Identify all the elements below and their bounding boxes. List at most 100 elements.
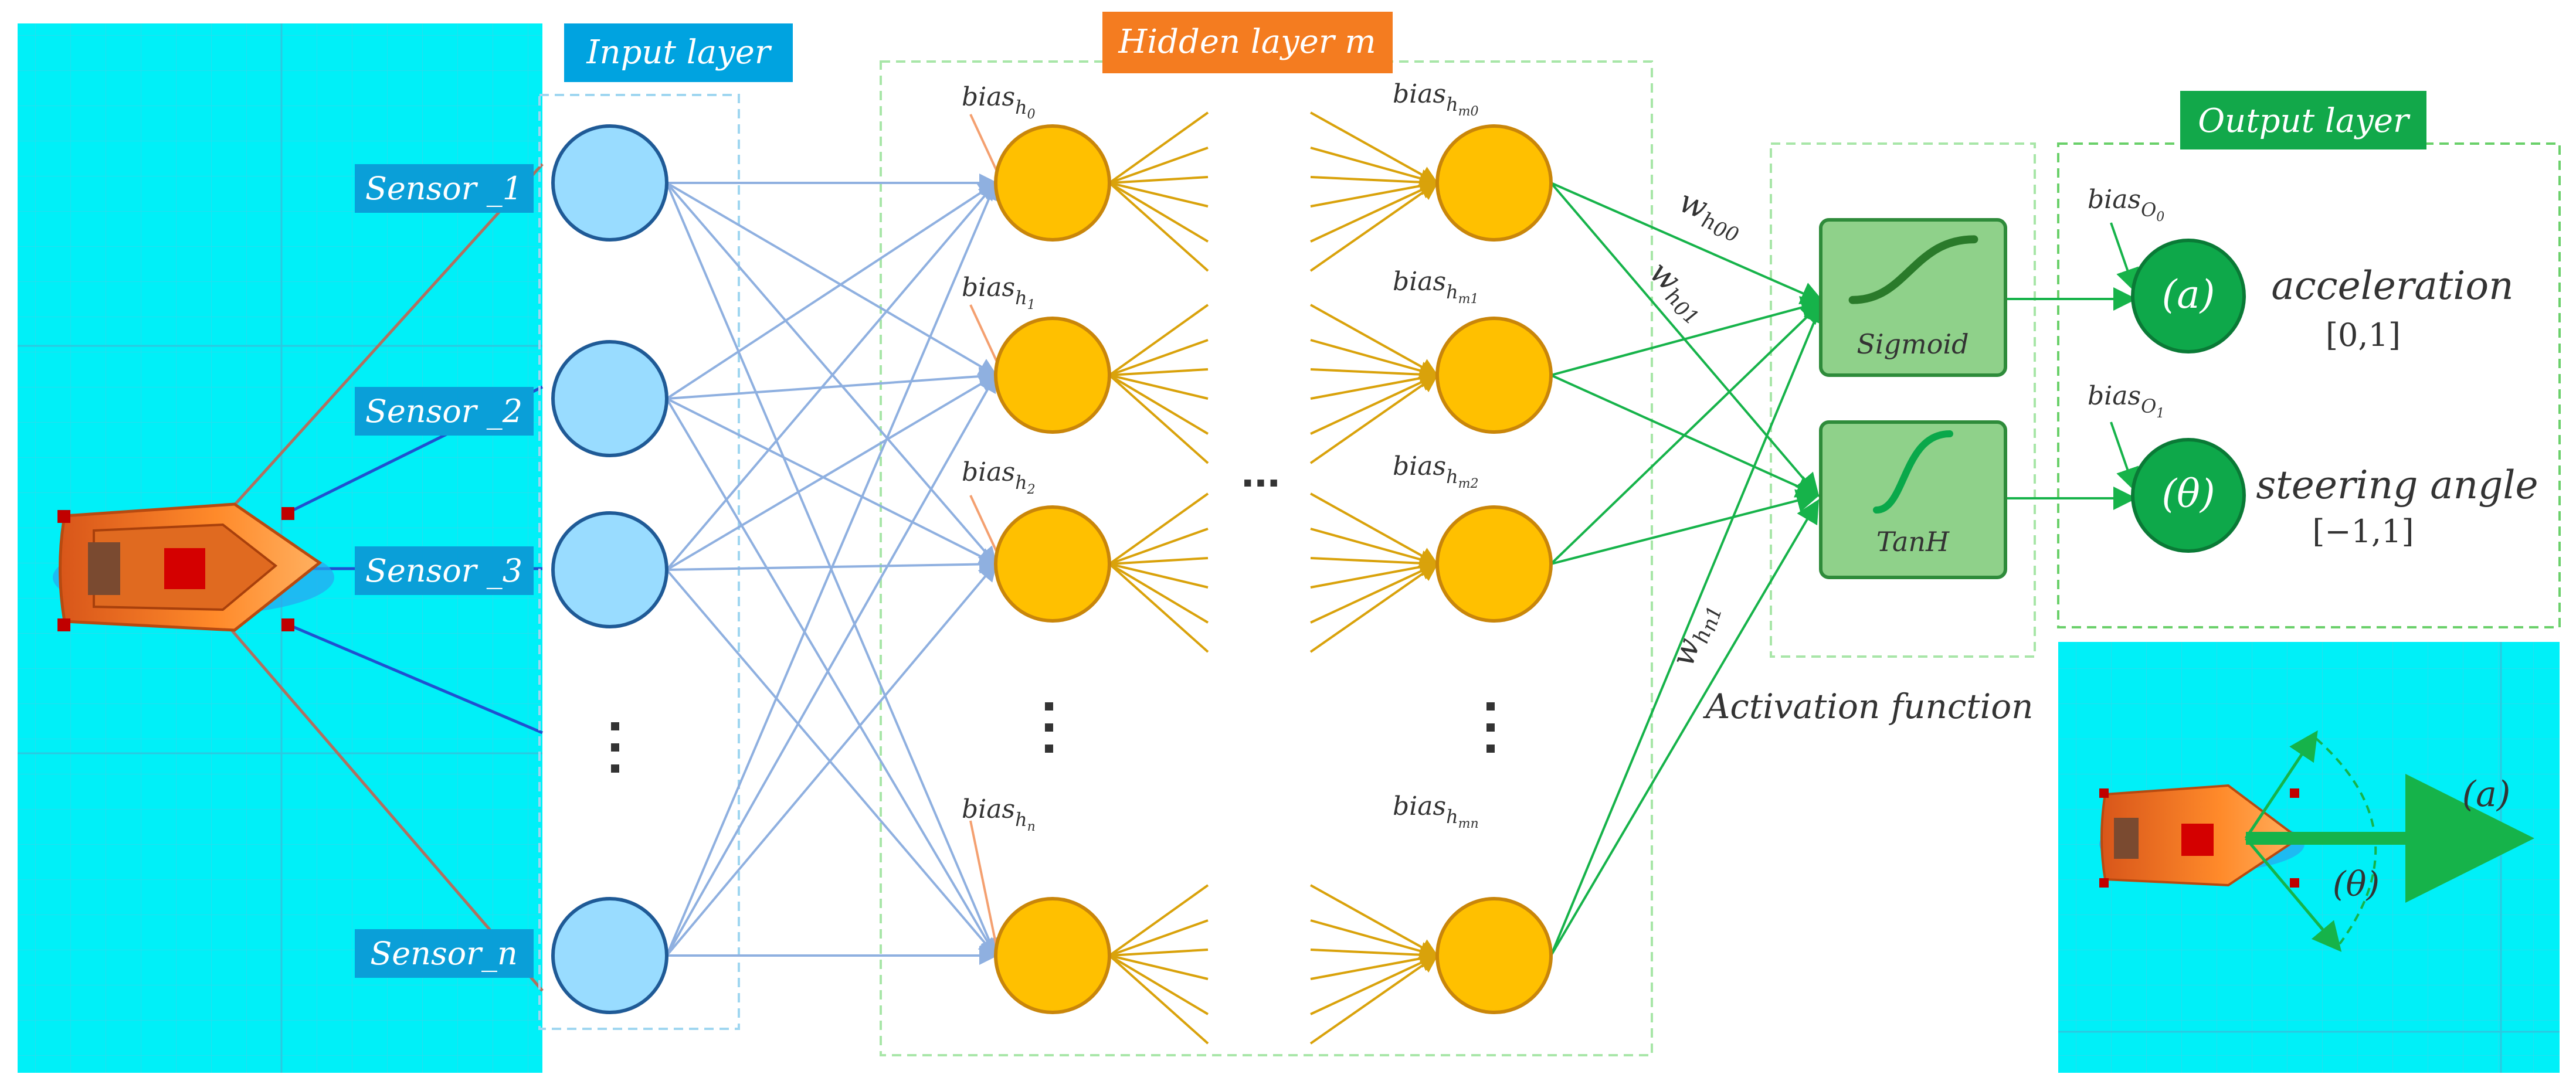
svg-text:[0,1]: [0,1] [2326, 317, 2401, 353]
svg-text:(a): (a) [2162, 272, 2215, 317]
hidden-fanin-edge [1310, 176, 1439, 208]
input-hidden-edge [666, 182, 997, 566]
input-node-n [551, 897, 668, 1014]
input-to-hidden-connections [666, 174, 998, 965]
input-vertical-ellipsis [611, 722, 619, 773]
svg-text:(a): (a) [2462, 774, 2511, 815]
svg-text:biashm0: biashm0 [1393, 79, 1479, 119]
hidden-fanin-edge [1310, 558, 1439, 589]
hidden-fanin-edge [1310, 172, 1439, 192]
hidden-node-h0 [994, 124, 1111, 242]
hidden-fanin-edge [1310, 181, 1439, 243]
input-node-2 [551, 340, 668, 457]
hidden-fanout-edge [1109, 339, 1209, 376]
hidden-bias-labels-first: biash0 biash1 biash2 biashn [962, 82, 1036, 834]
svg-text:Sigmoid: Sigmoid [1857, 328, 1969, 360]
hidden-node-hmn [1435, 897, 1553, 1014]
sensor-tag-n: Sensor_n [355, 929, 534, 978]
svg-text:biash2: biash2 [962, 457, 1036, 497]
hidden-fanin-edge [1310, 949, 1439, 980]
input-hidden-edge [666, 182, 998, 377]
input-hidden-edge [666, 562, 997, 957]
tanh-curve-icon [1873, 430, 1953, 514]
activation-frame [1770, 142, 2036, 658]
hidden-fanin-edge [1310, 365, 1439, 384]
sensor-tag-1: Sensor _1 [355, 164, 534, 213]
weight-w-h01: wh01 [1638, 253, 1718, 330]
sensor-tag-2: Sensor _2 [355, 387, 534, 436]
sensor-label-3: Sensor _3 [365, 552, 522, 589]
output-node-steering: (θ) steering angle [−1,1] biasO1 [2088, 381, 2538, 553]
hidden-fanin-edge [1309, 181, 1439, 272]
hidden-bias-labels-last: biashm0 biashm1 biashm2 biashmn [1393, 79, 1479, 831]
hidden-fanout-edge [1109, 919, 1209, 957]
weight-w-hn1: whn1 [1664, 596, 1727, 673]
sigmoid-box: Sigmoid [1819, 218, 2007, 377]
hidden-fanout-edge [1109, 563, 1209, 589]
hidden-fanout-lines [1108, 111, 1209, 1045]
hidden-fanout-edge [1108, 563, 1209, 653]
input-hidden-edge [666, 181, 998, 400]
hidden-fanin-edge [1310, 373, 1439, 435]
hidden-fanout-edge [1109, 368, 1209, 376]
hidden-horizontal-ellipsis: ... [1241, 444, 1281, 497]
svg-text:(θ): (θ) [2161, 471, 2215, 516]
hidden-layer-tag: Hidden layer m [1102, 12, 1393, 73]
hidden-node-hm2 [1435, 505, 1553, 623]
hidden-fanout-edge [1108, 304, 1209, 376]
svg-text:biasO1: biasO1 [2088, 381, 2164, 421]
sensor-tag-3: Sensor _3 [355, 546, 534, 595]
input-node-1 [551, 124, 668, 242]
input-node-3 [551, 511, 668, 628]
hidden-fanin-edge [1309, 562, 1439, 653]
svg-text:acceleration: acceleration [2271, 263, 2513, 308]
svg-text:Input layer: Input layer [586, 33, 772, 72]
hidden-fanout-edge [1108, 563, 1209, 624]
hidden-fanin-edge [1310, 304, 1439, 376]
hidden-fanout-edge [1109, 182, 1209, 208]
hidden-node-h2 [994, 505, 1111, 623]
hidden-fanin-edge [1310, 945, 1439, 964]
hidden-last-nodes [1435, 124, 1553, 1014]
hidden-fanout-edge [1109, 949, 1209, 957]
hidden-fanout-edge [1108, 182, 1209, 243]
svg-text:[−1,1]: [−1,1] [2312, 513, 2414, 550]
hidden-vertical-ellipsis-1 [1045, 702, 1053, 753]
svg-text:biashn: biashn [962, 794, 1036, 834]
weight-w-h00: wh00 [1672, 182, 1749, 247]
sensor-label-n: Sensor_n [370, 935, 518, 972]
svg-text:Output layer: Output layer [2198, 102, 2411, 140]
input-hidden-edge [666, 367, 998, 400]
boat-left-icon [53, 502, 334, 632]
input-hidden-edge [666, 569, 997, 958]
hidden-fanin-edge [1310, 369, 1439, 400]
svg-text:biashm1: biashm1 [1393, 267, 1479, 307]
hidden-fanout-edge [1108, 182, 1209, 272]
hidden-to-activation-connections [1550, 182, 2139, 957]
hidden-node-h1 [994, 317, 1111, 434]
boat-inset-icon [2099, 784, 2305, 888]
svg-text:TanH: TanH [1876, 526, 1950, 558]
hidden-fanin-edge [1309, 373, 1439, 464]
svg-text:steering angle: steering angle [2256, 463, 2538, 508]
hidden-fanin-edge [1310, 884, 1439, 957]
hidden-fanout-edge [1109, 147, 1209, 184]
hidden-bias-arrows [969, 114, 998, 949]
svg-text:(θ): (θ) [2333, 864, 2380, 904]
input-hidden-edge [666, 373, 998, 571]
svg-text:biashm2: biashm2 [1393, 451, 1479, 491]
svg-text:biashmn: biashmn [1393, 791, 1479, 831]
svg-text:biash0: biash0 [962, 82, 1036, 122]
sensor-tags: Sensor _1 Sensor _2 Sensor _3 Sensor_n [355, 164, 534, 978]
hidden-fanout-edge [1109, 954, 1209, 980]
hidden-first-nodes [994, 124, 1111, 1014]
output-node-acceleration: (a) acceleration [0,1] biasO0 [2088, 185, 2514, 353]
output-layer-tag: Output layer [2180, 91, 2426, 149]
svg-text:biasO0: biasO0 [2088, 185, 2164, 225]
hidden-fanin-edge [1309, 954, 1439, 1045]
input-hidden-edge [666, 181, 998, 956]
input-hidden-edge [666, 181, 997, 571]
svg-text:Hidden layer m: Hidden layer m [1118, 23, 1376, 61]
hidden-fanin-edge [1310, 919, 1439, 960]
